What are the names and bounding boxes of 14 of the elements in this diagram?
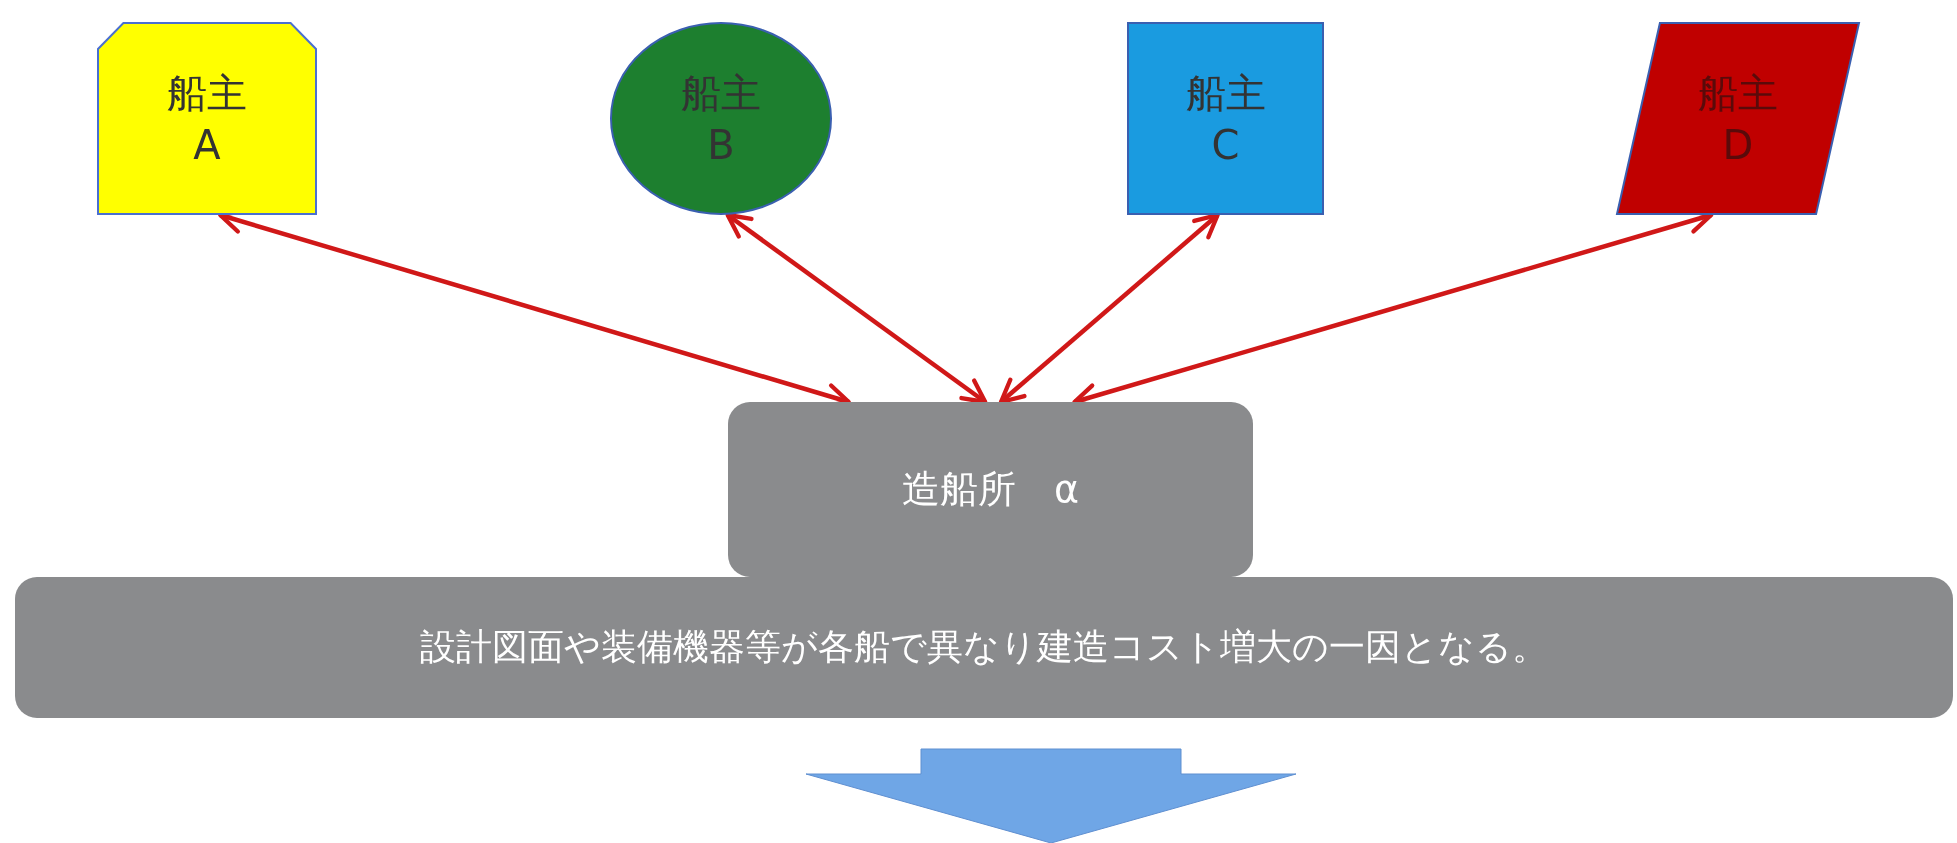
node-label: 設計図面や装備機器等が各船で異なり建造コスト増大の一因となる。 [420,625,1548,670]
owner-box [1127,22,1324,215]
node-label: 造船所 α [901,465,1080,513]
owner-circle [610,22,832,215]
down-arrow [805,748,1297,843]
shipyard-box [728,402,1253,577]
node-label: 船主 D [1697,68,1779,170]
owner-parallelogram [1616,22,1860,215]
note-band [15,577,1953,718]
owner-box [97,22,317,215]
node-label: 船主 A [166,68,248,170]
node-label: 船主 C [1184,68,1267,170]
double-arrow [725,212,988,405]
node-label: 船主 B [680,68,762,170]
